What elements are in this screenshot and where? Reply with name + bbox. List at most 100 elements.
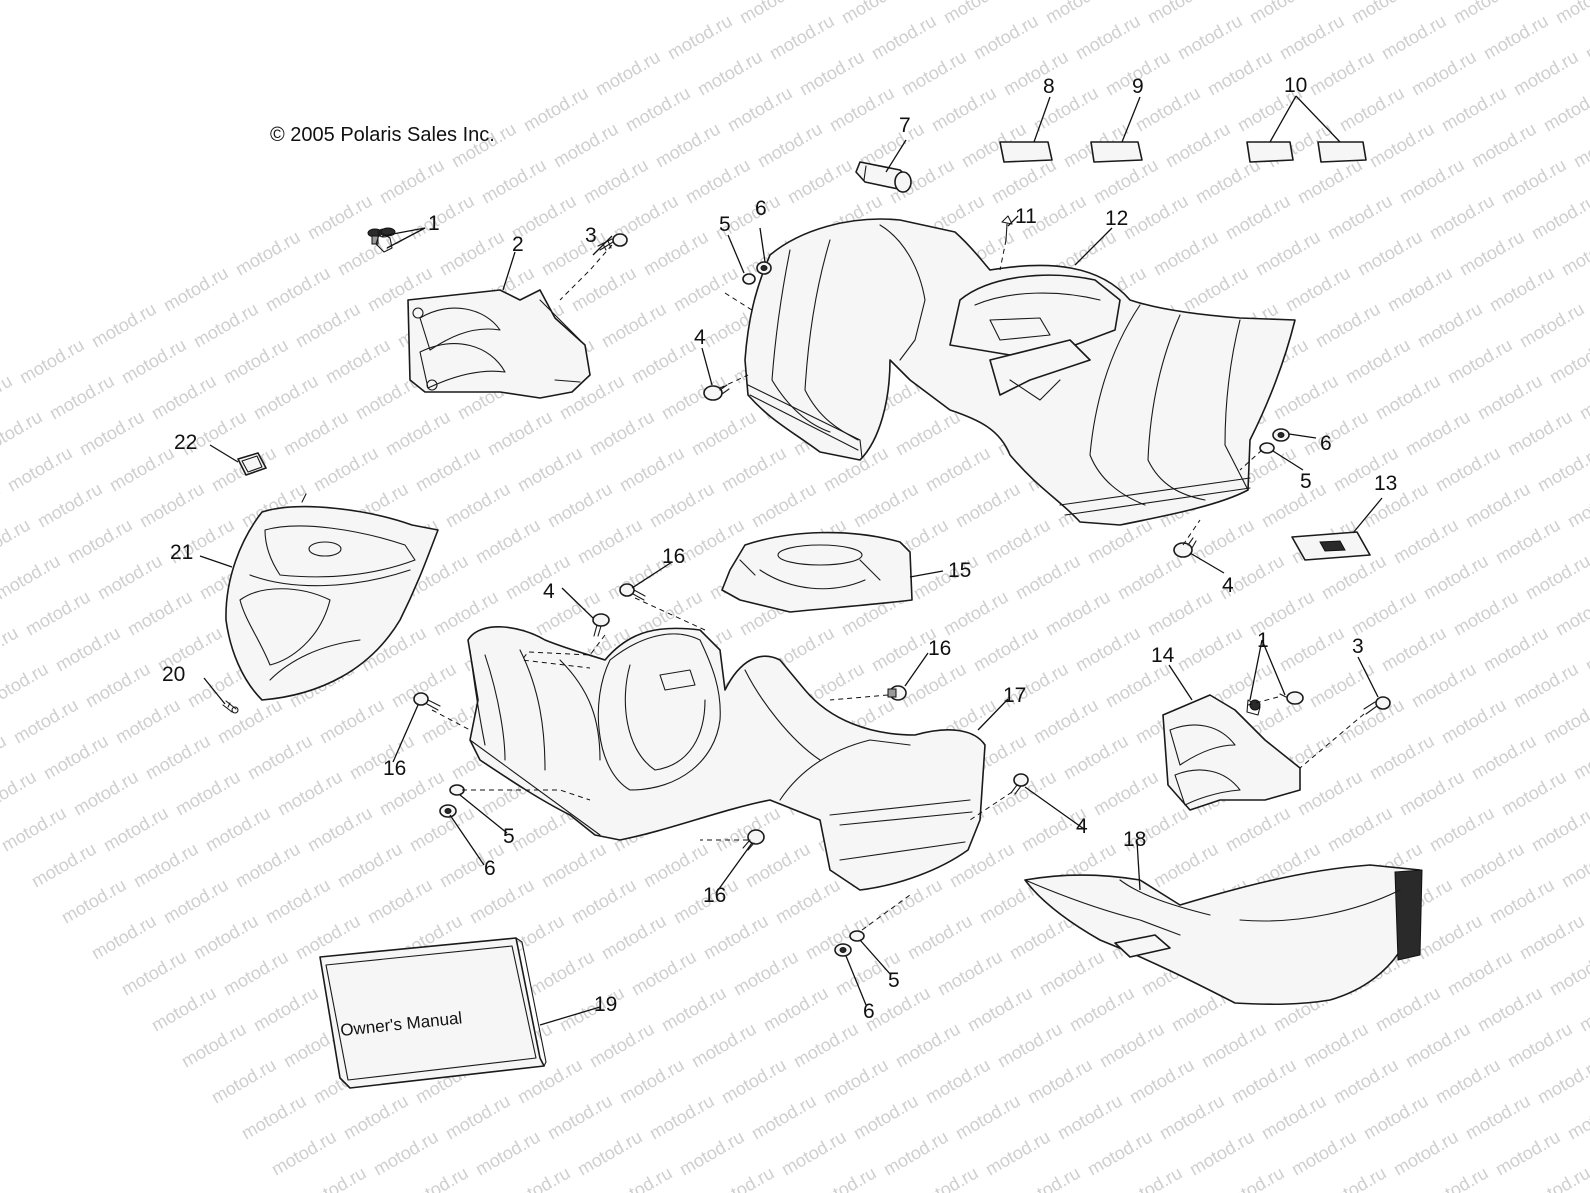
- watermark-text: motod.ru: [1504, 1019, 1576, 1072]
- watermark-text: motod.ru: [754, 119, 826, 172]
- watermark-text: motod.ru: [598, 911, 670, 964]
- watermark-text: motod.ru: [640, 227, 712, 280]
- watermark-text: motod.ru: [1474, 983, 1546, 1036]
- watermark-text: motod.ru: [544, 479, 616, 532]
- watermark-text: motod.ru: [340, 1091, 412, 1144]
- watermark-text: motod.ru: [1450, 0, 1522, 27]
- watermark-text: motod.ru: [592, 47, 664, 100]
- watermark-text: motod.ru: [118, 335, 190, 388]
- watermark-text: motod.ru: [106, 443, 178, 496]
- watermark-text: motod.ru: [1426, 803, 1498, 856]
- part-9-decal: [1090, 141, 1143, 163]
- watermark-text: motod.ru: [112, 695, 184, 748]
- watermark-text: motod.ru: [0, 407, 46, 460]
- part-4-pushpin-front-top: [592, 613, 610, 637]
- watermark-text: motod.ru: [0, 731, 10, 784]
- watermark-text: motod.ru: [1060, 731, 1132, 784]
- watermark-text: motod.ru: [0, 515, 34, 568]
- watermark-text: motod.ru: [1534, 443, 1590, 496]
- watermark-text: motod.ru: [1318, 1163, 1390, 1193]
- callout-6d: 6: [863, 1000, 875, 1023]
- watermark-text: motod.ru: [694, 47, 766, 100]
- watermark-text: motod.ru: [1144, 0, 1216, 27]
- watermark-text: motod.ru: [412, 443, 484, 496]
- watermark-text: motod.ru: [1300, 407, 1372, 460]
- watermark-text: motod.ru: [304, 191, 376, 244]
- watermark-text: motod.ru: [1396, 767, 1468, 820]
- callout-18: 18: [1123, 828, 1146, 851]
- watermark-text: motod.ru: [1378, 11, 1450, 64]
- callout-13: 13: [1374, 472, 1397, 495]
- watermark-text: motod.ru: [0, 623, 22, 676]
- watermark-text: motod.ru: [940, 0, 1012, 27]
- watermark-text: motod.ru: [1336, 695, 1408, 748]
- watermark-text: motod.ru: [598, 299, 670, 352]
- watermark-text: motod.ru: [1462, 479, 1534, 532]
- watermark-text: motod.ru: [1000, 47, 1072, 100]
- watermark-text: motod.ru: [1582, 623, 1590, 676]
- watermark-text: motod.ru: [1570, 731, 1590, 784]
- watermark-text: motod.ru: [994, 1019, 1066, 1072]
- callout-7: 7: [899, 114, 911, 137]
- watermark-text: motod.ru: [526, 947, 598, 1000]
- callout-17: 17: [1003, 684, 1026, 707]
- watermark-text: motod.ru: [1030, 83, 1102, 136]
- watermark-text: motod.ru: [988, 155, 1060, 208]
- watermark-text: motod.ru: [40, 731, 112, 784]
- watermark-text: motod.ru: [520, 83, 592, 136]
- watermark-text: motod.ru: [586, 1019, 658, 1072]
- watermark-text: motod.ru: [688, 407, 760, 460]
- watermark-text: motod.ru: [760, 983, 832, 1036]
- callout-21: 21: [170, 541, 193, 564]
- callout-5d: 5: [888, 969, 900, 992]
- watermark-text: motod.ru: [1348, 587, 1420, 640]
- watermark-text: motod.ru: [4, 443, 76, 496]
- watermark-text: motod.ru: [1390, 515, 1462, 568]
- watermark-text: motod.ru: [1462, 1091, 1534, 1144]
- watermark-text: motod.ru: [406, 191, 478, 244]
- watermark-text: motod.ru: [934, 947, 1006, 1000]
- watermark-text: motod.ru: [0, 659, 52, 712]
- watermark-text: motod.ru: [238, 1091, 310, 1144]
- watermark-text: motod.ru: [1096, 1019, 1168, 1072]
- watermark-text: motod.ru: [400, 1163, 472, 1193]
- watermark-text: motod.ru: [1444, 947, 1516, 1000]
- watermark-text: motod.ru: [274, 767, 346, 820]
- part-4-pushpin-rear-left: [703, 384, 730, 401]
- callout-1b: 1: [1257, 629, 1269, 652]
- callout-2: 2: [512, 233, 524, 256]
- watermark-text: motod.ru: [838, 0, 910, 27]
- callout-4c: 4: [543, 580, 555, 603]
- watermark-text: motod.ru: [0, 803, 70, 856]
- callout-10: 10: [1284, 74, 1307, 97]
- watermark-text: motod.ru: [652, 119, 724, 172]
- callout-6c: 6: [484, 857, 496, 880]
- watermark-text: motod.ru: [202, 803, 274, 856]
- watermark-text: motod.ru: [1072, 623, 1144, 676]
- part-3-screw-right: [1363, 696, 1391, 715]
- watermark-text: motod.ru: [1156, 1091, 1228, 1144]
- watermark-text: motod.ru: [1306, 47, 1378, 100]
- watermark-text: motod.ru: [1066, 983, 1138, 1036]
- watermark-text: motod.ru: [1546, 947, 1590, 1000]
- watermark-text: motod.ru: [646, 479, 718, 532]
- watermark-text: motod.ru: [574, 1127, 646, 1180]
- watermark-text: motod.ru: [232, 227, 304, 280]
- part-16-fastener-left: [413, 692, 441, 711]
- watermark-text: motod.ru: [292, 299, 364, 352]
- callout-20: 20: [162, 663, 185, 686]
- watermark-text: motod.ru: [880, 1127, 952, 1180]
- watermark-text: motod.ru: [268, 1127, 340, 1180]
- watermark-text: motod.ru: [124, 587, 196, 640]
- watermark-text: motod.ru: [1360, 1091, 1432, 1144]
- watermark-text: motod.ru: [616, 1055, 688, 1108]
- watermark-text: motod.ru: [1312, 299, 1384, 352]
- watermark-text: motod.ru: [1432, 443, 1504, 496]
- watermark-text: motod.ru: [28, 839, 100, 892]
- watermark-text: motod.ru: [1216, 1163, 1288, 1193]
- copyright-text: © 2005 Polaris Sales Inc.: [270, 124, 495, 146]
- watermark-text: motod.ru: [436, 227, 508, 280]
- watermark-text: motod.ru: [1294, 767, 1366, 820]
- watermark-text: motod.ru: [892, 1019, 964, 1072]
- watermark-text: motod.ru: [1306, 659, 1378, 712]
